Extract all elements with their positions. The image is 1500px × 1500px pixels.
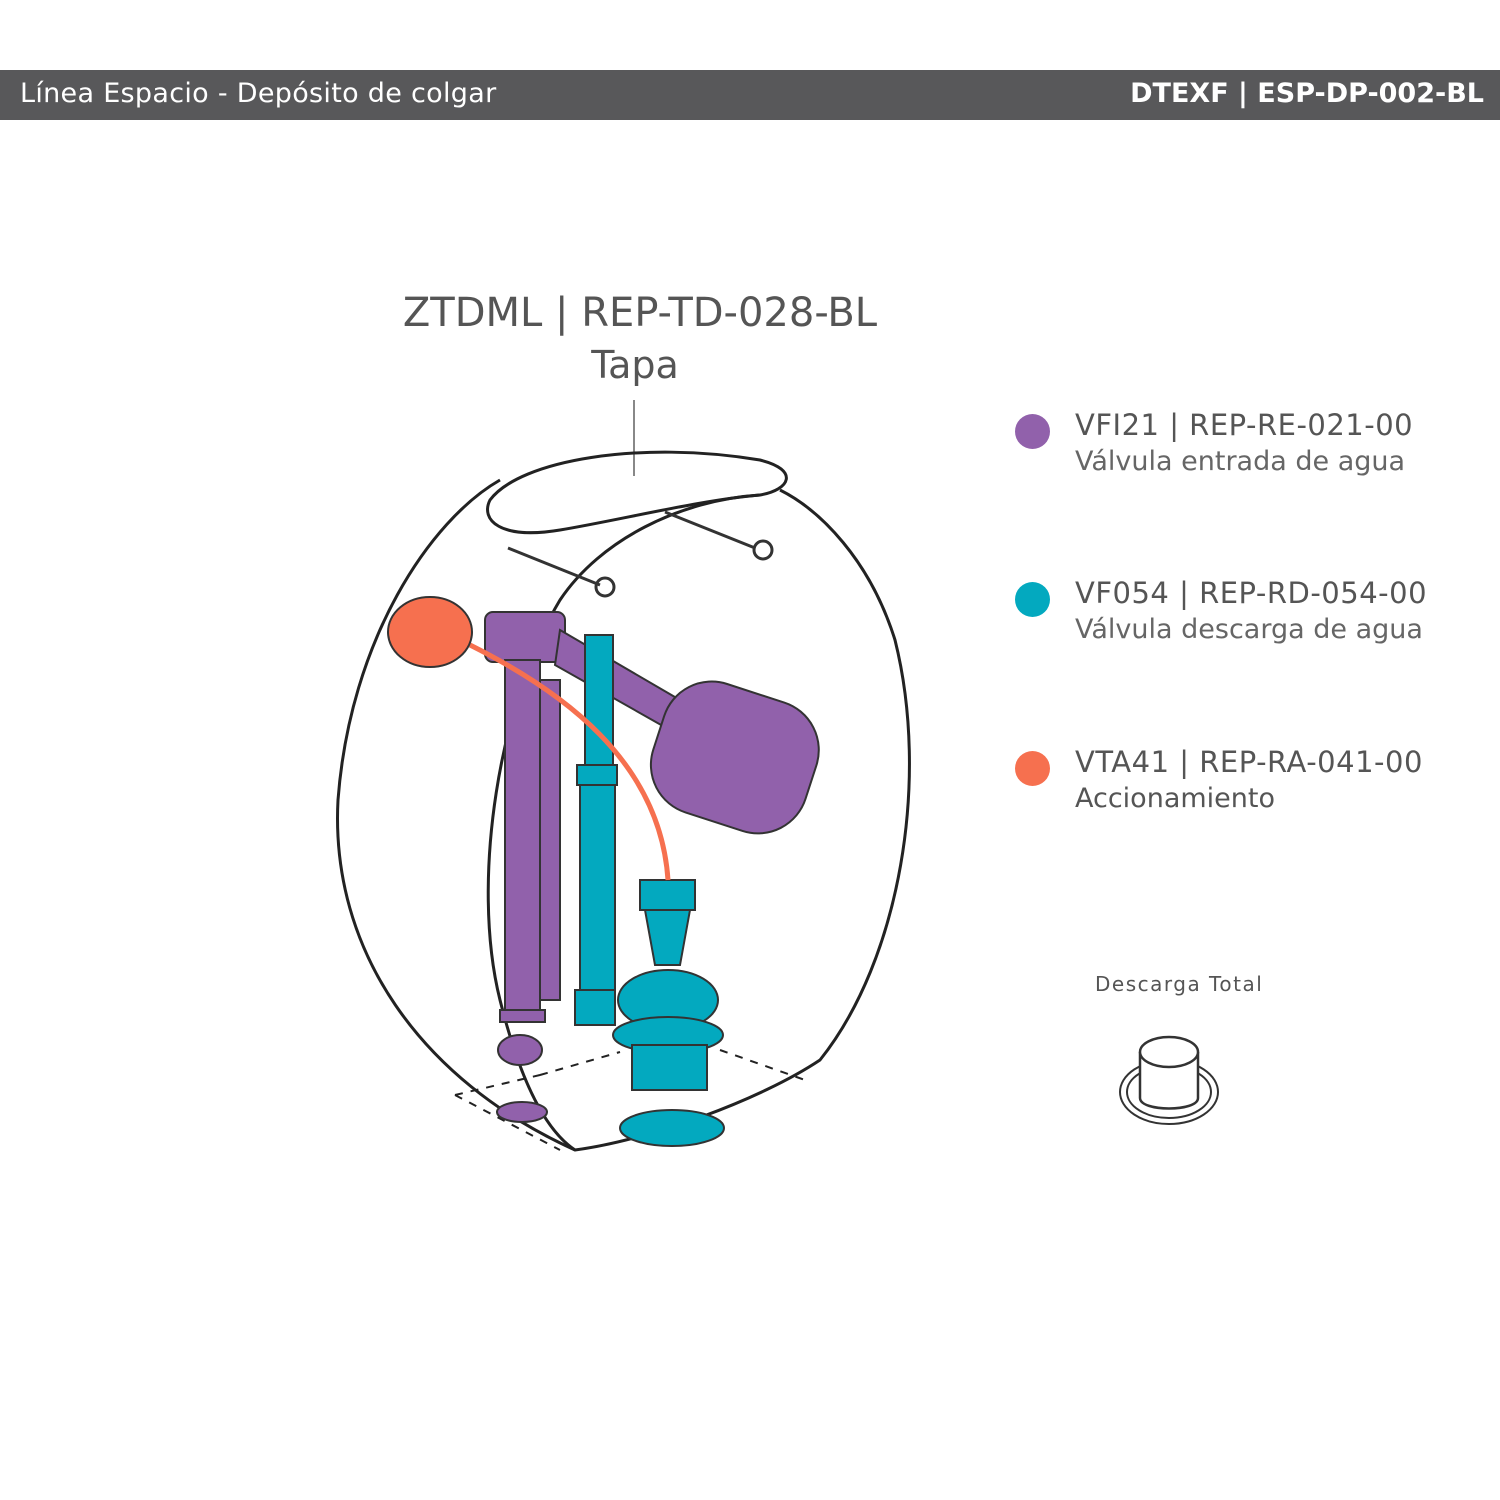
screws: [507, 510, 774, 598]
flush-valve: [574, 634, 725, 1147]
lid-code: ZTDML | REP-TD-028-BL: [402, 290, 878, 336]
header-code: DTEXF | ESP-DP-002-BL: [1130, 78, 1484, 109]
legend-name: Válvula entrada de agua: [1075, 446, 1406, 477]
flush-button-label: Descarga Total: [1095, 972, 1264, 996]
orange-dot-icon: [1015, 751, 1050, 786]
legend-code: VF054 | REP-RD-054-00: [1075, 576, 1428, 610]
purple-dot-icon: [1015, 414, 1050, 449]
header-title: Línea Espacio - Depósito de colgar: [20, 78, 497, 109]
fill-valve: [484, 611, 820, 1123]
legend-code: VFI21 | REP-RE-021-00: [1075, 408, 1414, 442]
header-bar: Línea Espacio - Depósito de colgar DTEXF…: [0, 70, 1500, 120]
lid-outline: [486, 450, 788, 535]
actuator: [387, 596, 671, 881]
push-button-icon: [1119, 1035, 1219, 1125]
legend-code: VTA41 | REP-RA-041-00: [1075, 745, 1423, 779]
teal-dot-icon: [1015, 582, 1050, 617]
legend-name: Válvula descarga de agua: [1075, 614, 1423, 645]
lid-name: Tapa: [591, 343, 679, 387]
legend-name: Accionamiento: [1075, 783, 1275, 814]
